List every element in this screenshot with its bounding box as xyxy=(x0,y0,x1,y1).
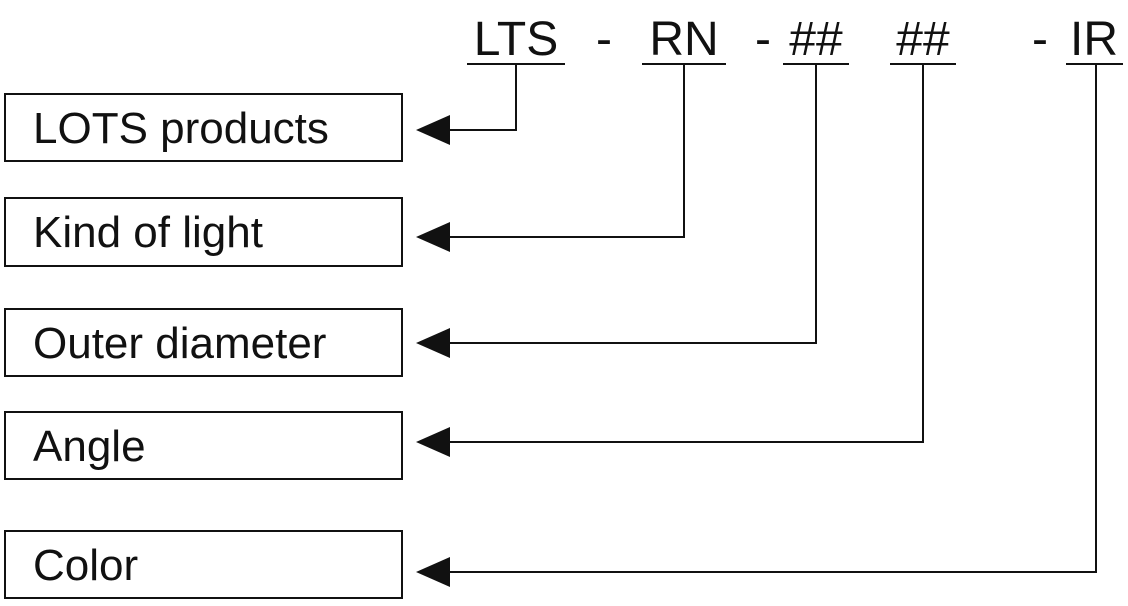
arrowheads xyxy=(416,115,450,587)
connector-angle xyxy=(448,64,924,443)
arrowhead-angle xyxy=(416,427,450,457)
label-boxes: LOTS products Kind of light Outer diamet… xyxy=(4,93,403,599)
connector-lots-products xyxy=(448,64,517,131)
label-angle: Angle xyxy=(33,422,146,471)
code-segment-lts: LTS xyxy=(474,13,558,66)
box-kind-of-light xyxy=(4,197,403,267)
box-color xyxy=(4,530,403,599)
arrowhead-color xyxy=(416,557,450,587)
label-kind-of-light: Kind of light xyxy=(33,208,263,257)
part-code: LTS - RN - ## ## - IR xyxy=(467,13,1123,66)
code-separator-1: - xyxy=(596,13,612,66)
box-angle xyxy=(4,411,403,480)
arrowhead-lots-products xyxy=(416,115,450,145)
code-segment-rn: RN xyxy=(649,13,718,66)
code-segment-outer-diameter: ## xyxy=(789,13,843,66)
code-segment-ir: IR xyxy=(1070,13,1118,66)
code-separator-3: - xyxy=(1032,13,1048,66)
box-lots-products xyxy=(4,93,403,162)
connector-color xyxy=(448,64,1097,573)
box-outer-diameter xyxy=(4,308,403,377)
arrowhead-outer-diameter xyxy=(416,328,450,358)
label-color: Color xyxy=(33,541,138,590)
code-separator-2: - xyxy=(755,13,771,66)
label-outer-diameter: Outer diameter xyxy=(33,319,326,368)
connector-kind-of-light xyxy=(448,64,685,238)
label-lots-products: LOTS products xyxy=(33,104,329,153)
connectors xyxy=(448,64,1097,573)
connector-outer-diameter xyxy=(448,64,817,344)
code-segment-angle: ## xyxy=(896,13,950,66)
arrowhead-kind-of-light xyxy=(416,222,450,252)
